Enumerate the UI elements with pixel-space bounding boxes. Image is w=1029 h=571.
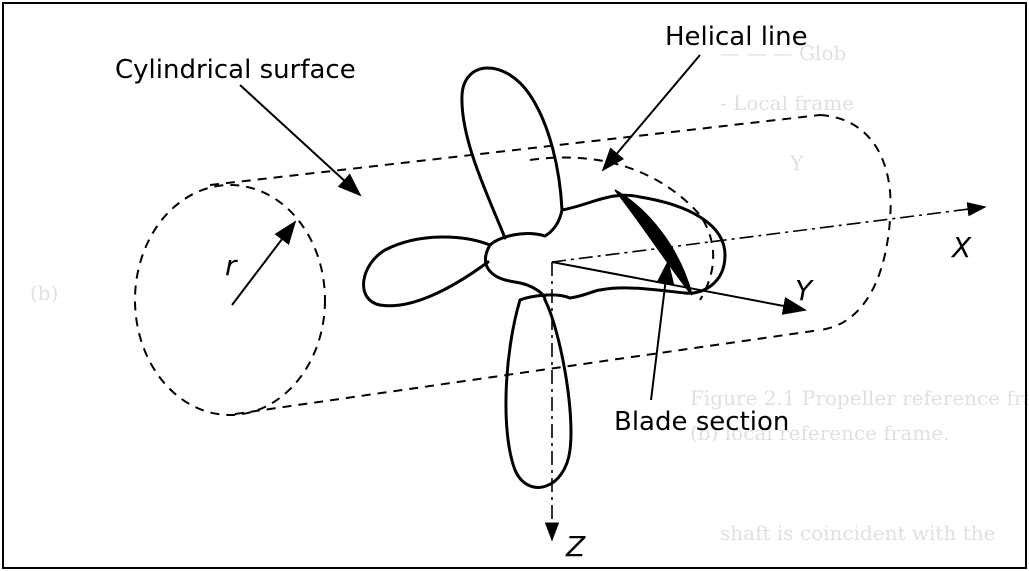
bleed-through-text: — — — Glob - Local frame Y (b) Figure 2.…: [30, 41, 1029, 545]
cylinder-far-end: [819, 114, 892, 331]
blade-upper: [460, 66, 564, 240]
svg-text:(b) local reference frame.: (b) local reference frame.: [690, 421, 949, 445]
label-blade-section: Blade section: [614, 407, 789, 437]
axis-x-line: [551, 202, 987, 263]
cylinder-end-circle: [134, 184, 326, 416]
axis-y-label: Y: [795, 274, 814, 307]
svg-text:— — — Glob: — — — Glob: [720, 41, 846, 65]
axis-z-label: Z: [565, 530, 586, 563]
cylinder-top-edge: [209, 114, 821, 186]
helical-line: [529, 156, 715, 301]
axes: [544, 202, 987, 542]
blade-left: [362, 235, 492, 308]
blade-lower: [504, 298, 573, 489]
svg-text:shaft is coincident with the: shaft is coincident with the: [720, 521, 995, 545]
blade-right: [560, 193, 727, 295]
cylinder: [134, 114, 892, 416]
svg-text:Figure 2.1 Propeller referenc: Figure 2.1 Propeller reference frames: (…: [690, 386, 1029, 410]
propeller-hub: [484, 208, 602, 302]
svg-text:- Local frame: - Local frame: [720, 91, 854, 115]
radius-label: r: [225, 249, 238, 282]
leader-helical-line: [601, 54, 701, 172]
leader-cylindrical-surface: [239, 84, 362, 197]
cylinder-bottom-edge: [234, 329, 821, 415]
label-helical-line: Helical line: [665, 22, 808, 52]
svg-text:Y: Y: [789, 151, 804, 175]
radius-arrow: [231, 220, 297, 306]
axis-y-line: [551, 261, 807, 315]
leader-blade-section: [650, 260, 675, 401]
svg-text:(b): (b): [30, 281, 58, 305]
label-cylindrical-surface: Cylindrical surface: [115, 55, 356, 85]
axis-x-label: X: [950, 231, 972, 264]
